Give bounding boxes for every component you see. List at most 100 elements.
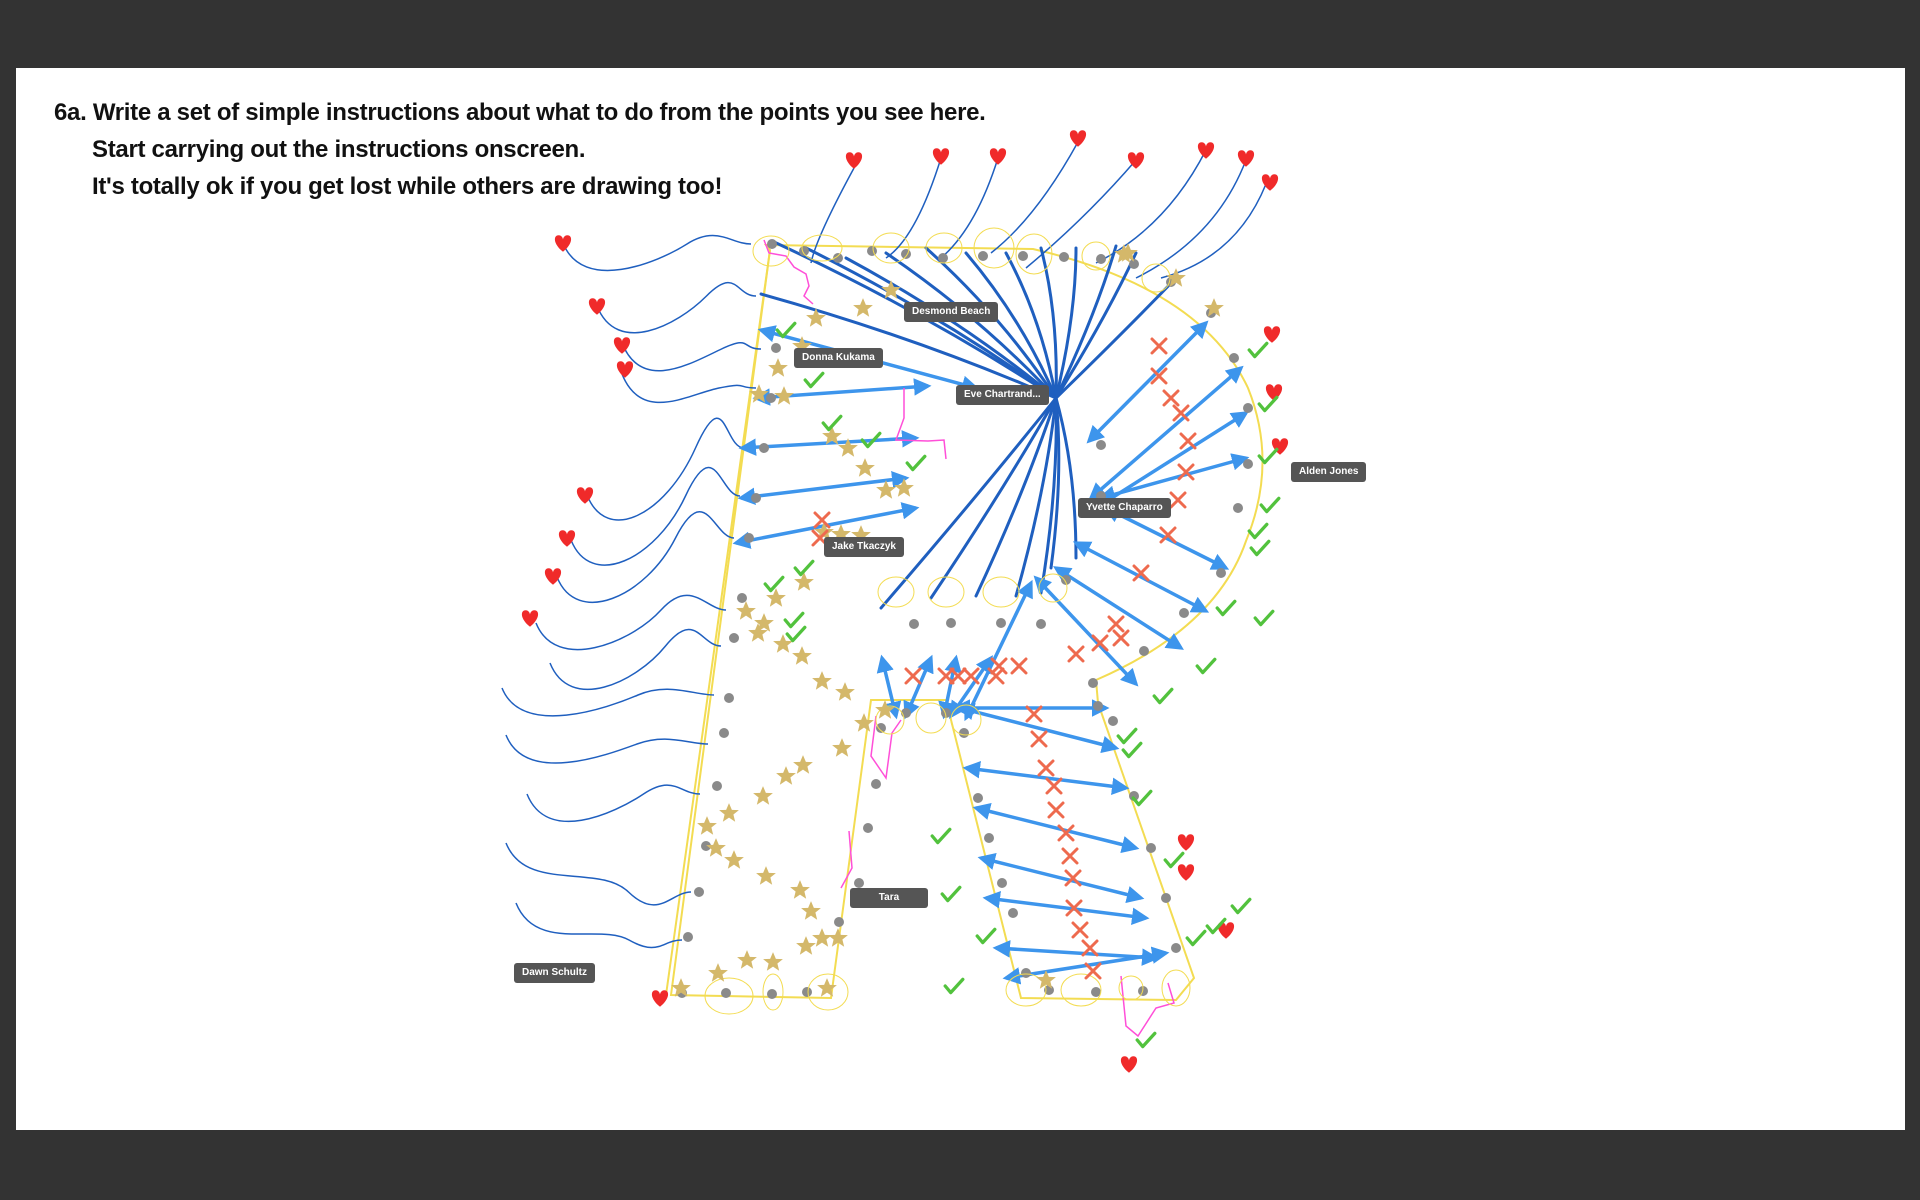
star-icon: [737, 950, 757, 969]
control-point: [1229, 353, 1239, 363]
blue-stroke: [1014, 396, 1058, 598]
star-icon: [753, 786, 773, 805]
heart-icon: [1069, 130, 1087, 147]
cross-icon: [1010, 657, 1028, 675]
arrow-icon: [977, 852, 1145, 904]
blue-stroke: [844, 256, 1058, 400]
heart-icon: [554, 235, 572, 252]
blue-curve: [621, 342, 762, 372]
blue-stroke: [1039, 396, 1058, 595]
control-point: [1233, 503, 1243, 513]
control-point: [701, 841, 711, 851]
control-point: [1108, 716, 1118, 726]
control-point: [834, 917, 844, 927]
highlight-oval: [801, 234, 843, 262]
arrow-icon: [956, 703, 1120, 753]
prompt-line-2: Start carrying out the instructions onsc…: [92, 136, 586, 163]
heart-icon: [616, 361, 634, 378]
blue-stroke: [964, 251, 1058, 400]
blue-curve: [940, 157, 999, 259]
highlight-oval: [1118, 975, 1144, 1001]
star-icon: [736, 601, 756, 620]
highlight-oval: [1015, 233, 1053, 275]
prompt-line-3: It's totally ok if you get lost while ot…: [92, 173, 723, 200]
control-point: [799, 246, 809, 256]
star-icon: [768, 358, 788, 377]
highlight-oval: [807, 973, 849, 1011]
heart-icon: [989, 148, 1007, 165]
control-point: [1036, 619, 1046, 629]
arrow-icon: [938, 654, 962, 720]
cross-icon: [1169, 491, 1187, 509]
control-point: [766, 393, 776, 403]
control-point: [759, 443, 769, 453]
control-point: [1093, 701, 1103, 711]
prompt-line-1: 6a. Write a set of simple instructions a…: [54, 99, 986, 126]
heart-icon: [1177, 834, 1195, 851]
star-icon: [812, 671, 832, 690]
control-point: [1129, 791, 1139, 801]
star-icon: [708, 963, 728, 982]
control-point: [1146, 843, 1156, 853]
control-point: [876, 723, 886, 733]
check-icon: [1152, 687, 1174, 705]
control-point: [996, 618, 1006, 628]
blue-curve: [515, 902, 683, 949]
blue-curve: [570, 466, 741, 566]
control-point: [724, 693, 734, 703]
star-icon: [835, 682, 855, 701]
blue-curve: [549, 628, 722, 691]
star-icon: [719, 803, 739, 822]
highlight-oval: [1060, 973, 1102, 1007]
heart-icon: [651, 990, 669, 1007]
star-icon: [792, 646, 812, 665]
blue-stroke: [1054, 244, 1118, 400]
prompt-text: 6a. Write a set of simple instructions a…: [54, 94, 986, 205]
highlight-oval: [1005, 973, 1047, 1007]
blue-curve: [562, 234, 752, 272]
arrow-icon: [992, 940, 1160, 966]
highlight-oval: [950, 704, 982, 736]
control-point: [1139, 646, 1149, 656]
star-icon: [855, 458, 875, 477]
cursor-label-yvette: Yvette Chaparro: [1078, 498, 1171, 518]
arrow-icon: [1033, 575, 1139, 687]
control-point: [771, 343, 781, 353]
control-point: [867, 246, 877, 256]
cross-icon: [1179, 432, 1197, 450]
star-icon: [774, 386, 794, 405]
cross-icon: [1150, 337, 1168, 355]
cursor-label-alden: Alden Jones: [1291, 462, 1367, 482]
cursor-label-jake: Jake Tkaczyk: [824, 537, 904, 557]
control-point: [744, 533, 754, 543]
blue-curve: [556, 511, 735, 604]
check-icon: [940, 885, 962, 903]
control-point: [1243, 459, 1253, 469]
blue-curve: [505, 842, 692, 906]
arrow-icon: [737, 470, 910, 506]
blue-curve: [1025, 159, 1137, 269]
check-icon: [793, 559, 815, 577]
highlight-ovals: [704, 227, 1191, 1015]
drawing-layer[interactable]: [16, 68, 1905, 1130]
control-point: [694, 887, 704, 897]
control-point: [1129, 259, 1139, 269]
slide-canvas[interactable]: 6a. Write a set of simple instructions a…: [16, 68, 1905, 1130]
control-point: [833, 253, 843, 263]
heart-icon: [521, 610, 539, 627]
cross-icon: [1030, 730, 1048, 748]
check-icon: [1257, 395, 1279, 413]
check-icon: [1185, 929, 1207, 947]
reaction-marks: [521, 130, 1289, 1073]
control-point: [1171, 943, 1181, 953]
letter-outline-left: [665, 249, 771, 996]
highlight-oval: [915, 702, 947, 734]
star-icon: [763, 952, 783, 971]
check-icon: [1116, 727, 1138, 745]
cross-icon: [1071, 921, 1089, 939]
highlight-oval: [1141, 263, 1171, 293]
pink-scribbles: [763, 239, 1175, 1038]
star-icon: [894, 478, 914, 497]
check-icon: [1247, 341, 1269, 359]
control-point: [802, 987, 812, 997]
